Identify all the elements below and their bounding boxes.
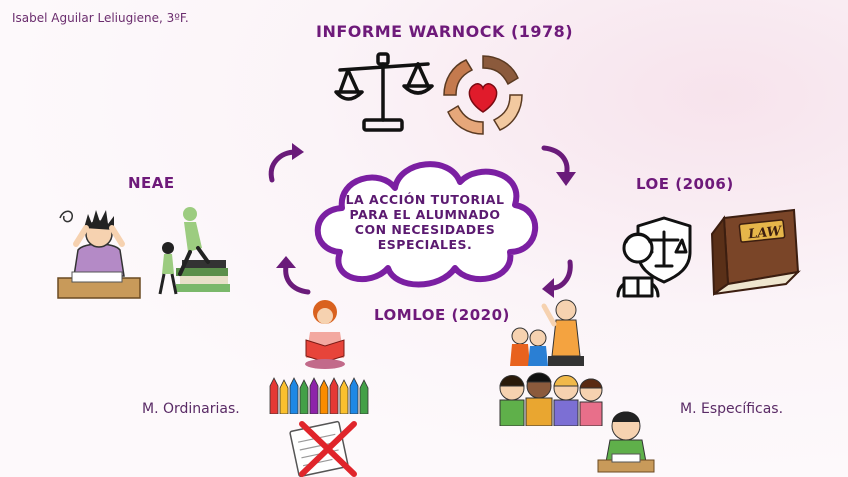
- cycle-arrow-icon: [268, 143, 304, 183]
- scales-icon: [334, 52, 434, 132]
- title-loe: LOE (2006): [636, 175, 734, 193]
- cycle-arrow-icon: [542, 259, 573, 298]
- writing-child-icon: [597, 411, 655, 473]
- pencils-icon: [269, 377, 369, 414]
- title-lomloe: LOMLOE (2020): [374, 306, 510, 324]
- label-ordinarias: M. Ordinarias.: [142, 401, 240, 417]
- label-especificas: M. Específicas.: [680, 401, 784, 417]
- center-line-3: CON NECESIDADES: [354, 222, 496, 237]
- title-warnock: INFORME WARNOCK (1978): [316, 22, 574, 41]
- stressed-student-icon: [57, 210, 141, 299]
- center-line-2: PARA EL ALUMNADO: [349, 207, 501, 222]
- cycle-arrow-icon: [276, 256, 311, 295]
- center-line-1: LA ACCIÓN TUTORIAL: [345, 192, 505, 207]
- books-student-icon: [158, 207, 230, 295]
- center-line-4: ESPECIALES.: [377, 237, 473, 252]
- reading-girl-icon: [305, 300, 345, 369]
- author-credit: Isabel Aguilar Leliugiene, 3ºF.: [12, 11, 189, 25]
- title-neae: NEAE: [128, 174, 175, 192]
- crossed-paper-icon: [289, 420, 357, 477]
- children-group-icon: [499, 372, 603, 426]
- hands-heart-icon: [443, 55, 523, 135]
- cycle-arrow-icon: [541, 145, 576, 186]
- central-cloud: [314, 161, 539, 288]
- law-book-label: LAW: [747, 224, 784, 243]
- center-concept: LA ACCIÓN TUTORIAL PARA EL ALUMNADO CON …: [330, 192, 520, 252]
- lawyer-icon: [616, 216, 692, 298]
- teacher-children-icon: [510, 299, 584, 366]
- law-book-icon: LAW: [710, 208, 801, 296]
